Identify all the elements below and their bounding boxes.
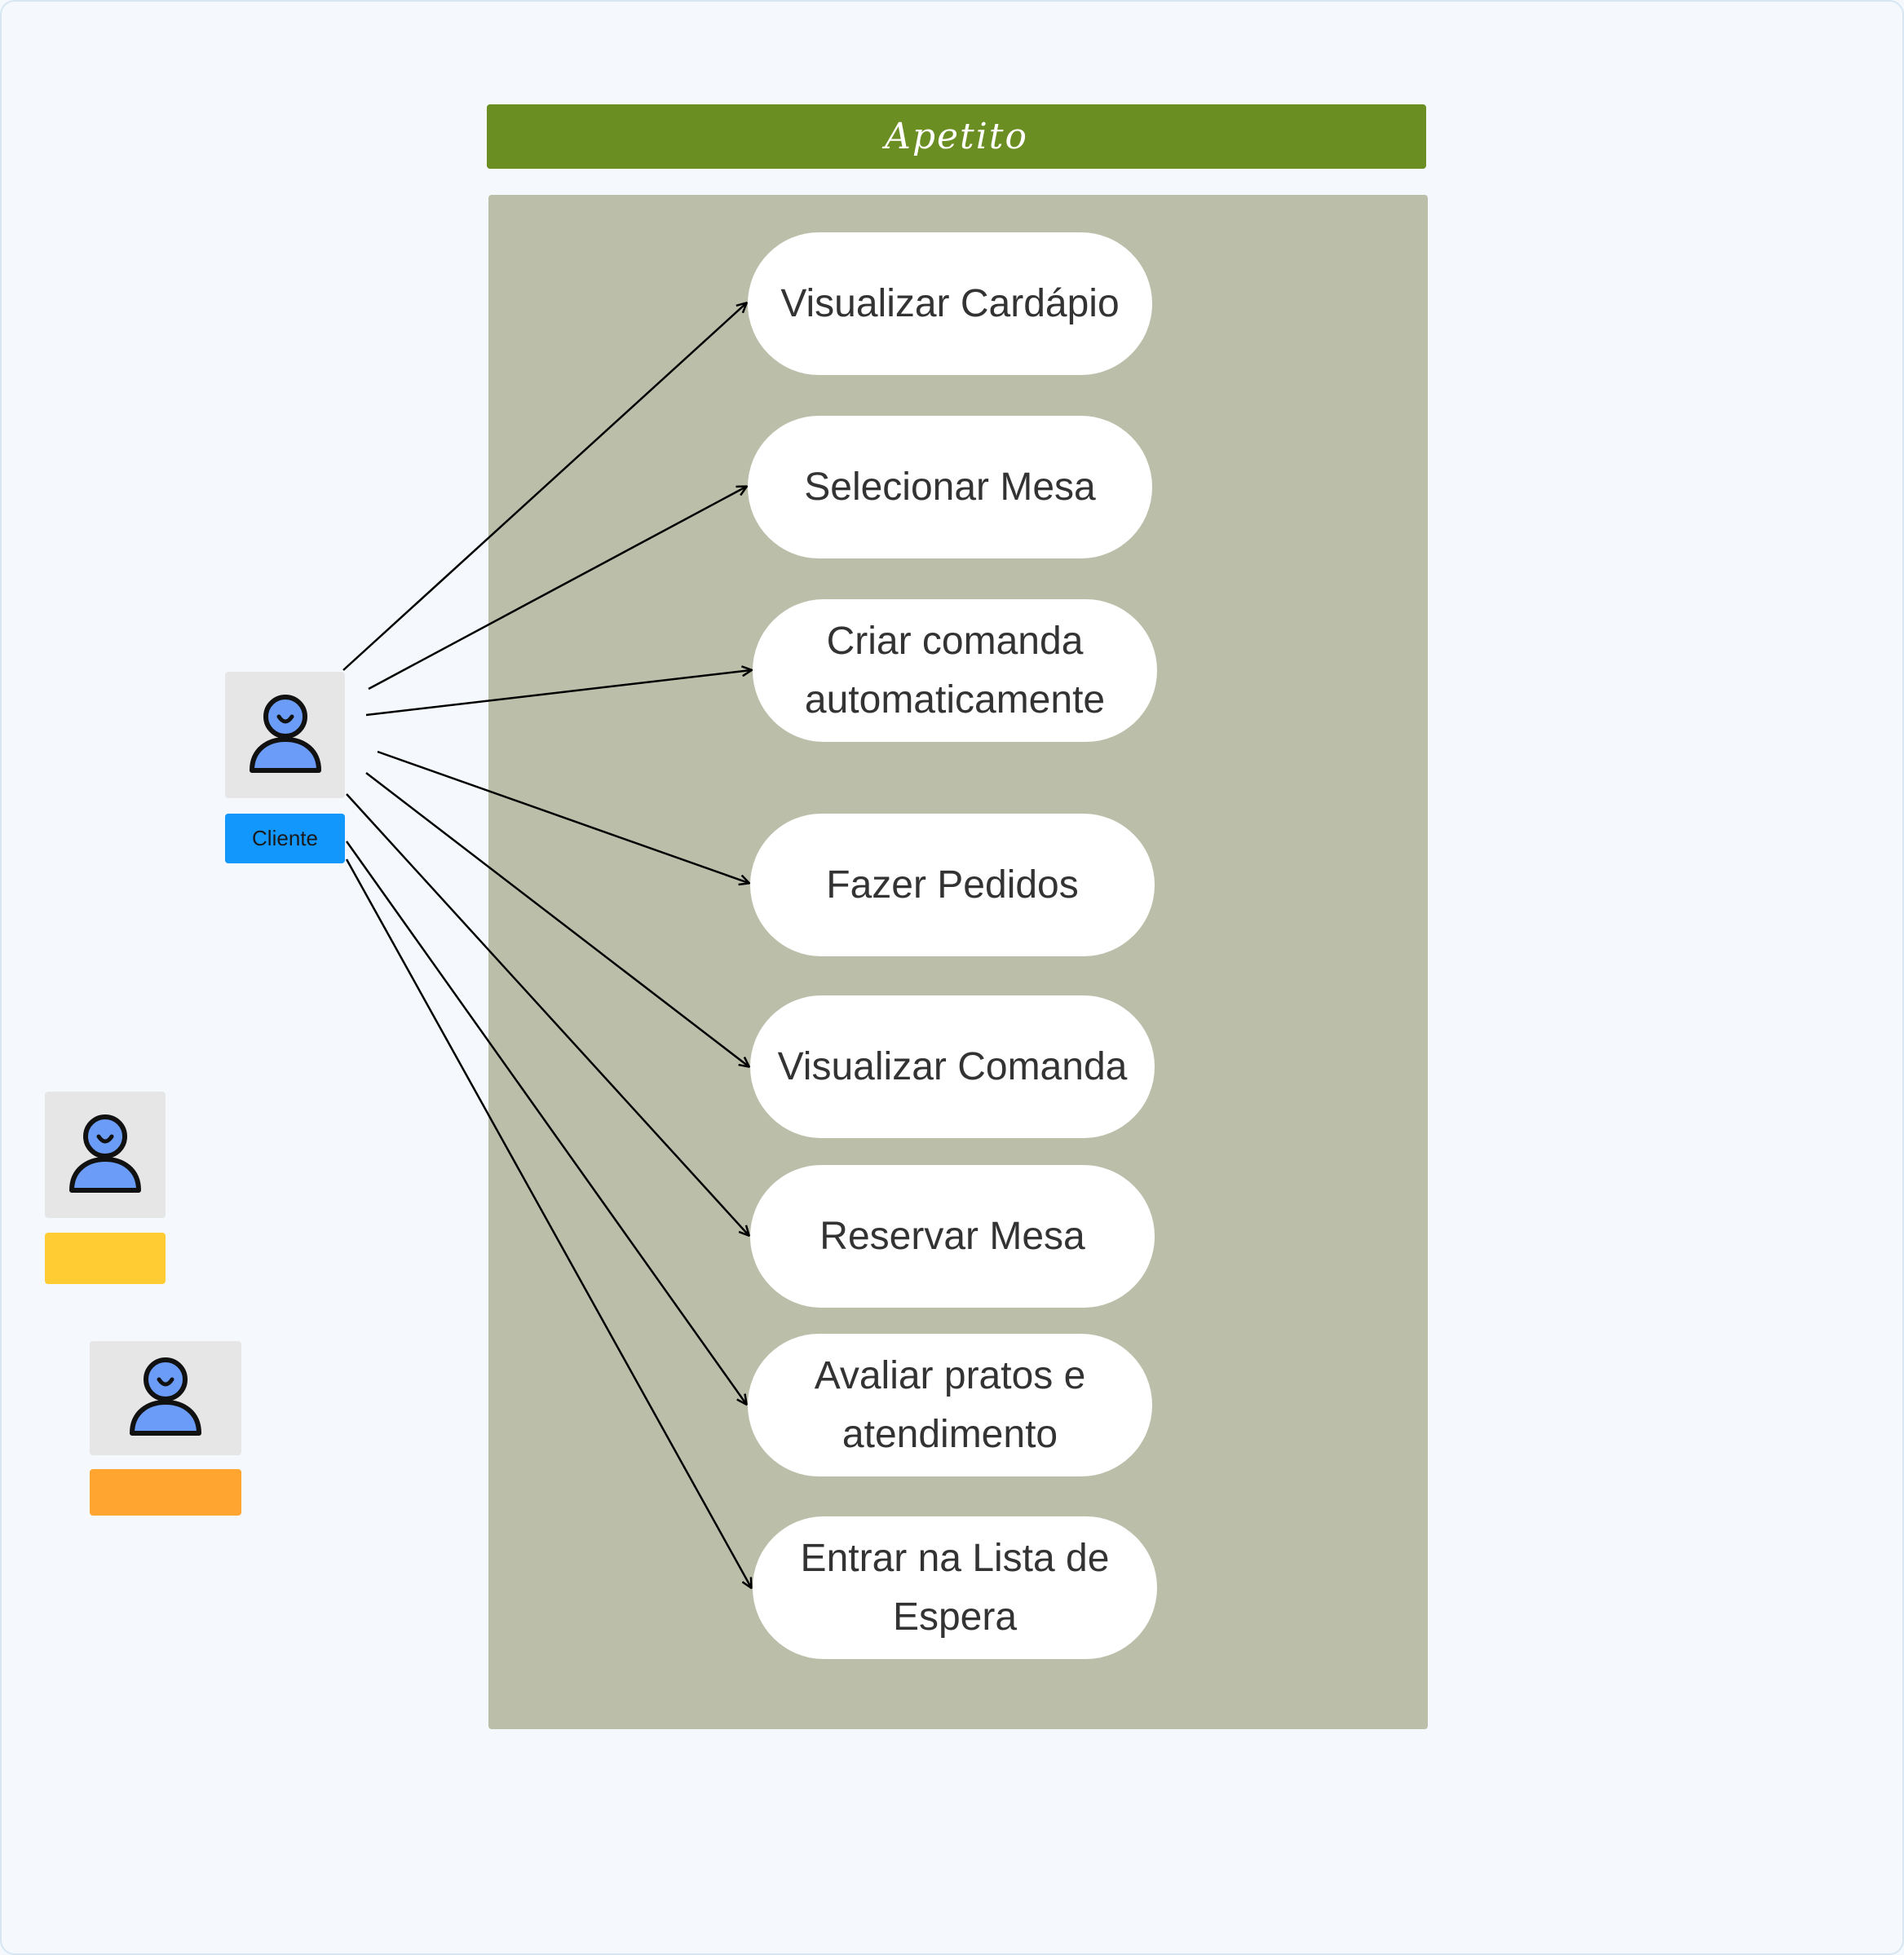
usecase-criar-comanda[interactable]: Criar comanda automaticamente [753, 599, 1157, 742]
usecase-avaliar-pratos[interactable]: Avaliar pratos e atendimento [748, 1334, 1152, 1476]
usecase-label-line2: Espera [892, 1595, 1018, 1639]
actor-cliente[interactable] [225, 672, 345, 798]
actor-3[interactable] [90, 1341, 241, 1455]
actor-label-cliente: Cliente [225, 814, 345, 863]
actor-label-3 [90, 1469, 241, 1516]
person-icon [249, 694, 321, 773]
arrow-to-visualizar-comanda [365, 772, 749, 1066]
usecase-label: Visualizar Cardápio [780, 281, 1120, 325]
person-icon [130, 1357, 201, 1436]
usecase-label-line1: Avaliar pratos e [814, 1353, 1086, 1397]
usecase-fazer-pedidos[interactable]: Fazer Pedidos [750, 814, 1155, 956]
usecase-label: Visualizar Comanda [777, 1044, 1128, 1088]
usecase-label-line2: automaticamente [804, 677, 1106, 722]
system-title: Apetito [487, 104, 1426, 169]
arrow-to-selecionar-mesa [368, 487, 746, 691]
system-title-text: Apetito [885, 116, 1028, 157]
usecase-visualizar-comanda[interactable]: Visualizar Comanda [750, 995, 1155, 1138]
usecase-label-line1: Entrar na Lista de [800, 1536, 1110, 1580]
actor-label-text: Cliente [252, 826, 318, 850]
usecase-label: Fazer Pedidos [826, 863, 1079, 907]
usecase-visualizar-cardapio[interactable]: Visualizar Cardápio [748, 232, 1152, 375]
usecase-label: Selecionar Mesa [804, 465, 1096, 509]
usecase-label-line1: Criar comanda [826, 619, 1084, 663]
usecase-selecionar-mesa[interactable]: Selecionar Mesa [748, 416, 1152, 558]
arrow-to-criar-comanda [365, 670, 751, 717]
usecase-lista-espera[interactable]: Entrar na Lista de Espera [753, 1516, 1157, 1659]
arrow-to-avaliar-pratos [345, 841, 746, 1404]
actor-2[interactable] [45, 1092, 166, 1218]
arrow-to-fazer-pedidos [377, 750, 749, 883]
usecase-label-line2: atendimento [842, 1412, 1058, 1456]
arrow-to-reservar-mesa [346, 793, 749, 1235]
arrow-to-lista-espera [345, 858, 751, 1587]
usecase-label: Reservar Mesa [819, 1214, 1085, 1258]
usecase-reservar-mesa[interactable]: Reservar Mesa [750, 1165, 1155, 1308]
person-icon [69, 1114, 141, 1193]
actor-label-2 [45, 1233, 166, 1284]
arrow-to-visualizar-cardapio [342, 303, 746, 671]
